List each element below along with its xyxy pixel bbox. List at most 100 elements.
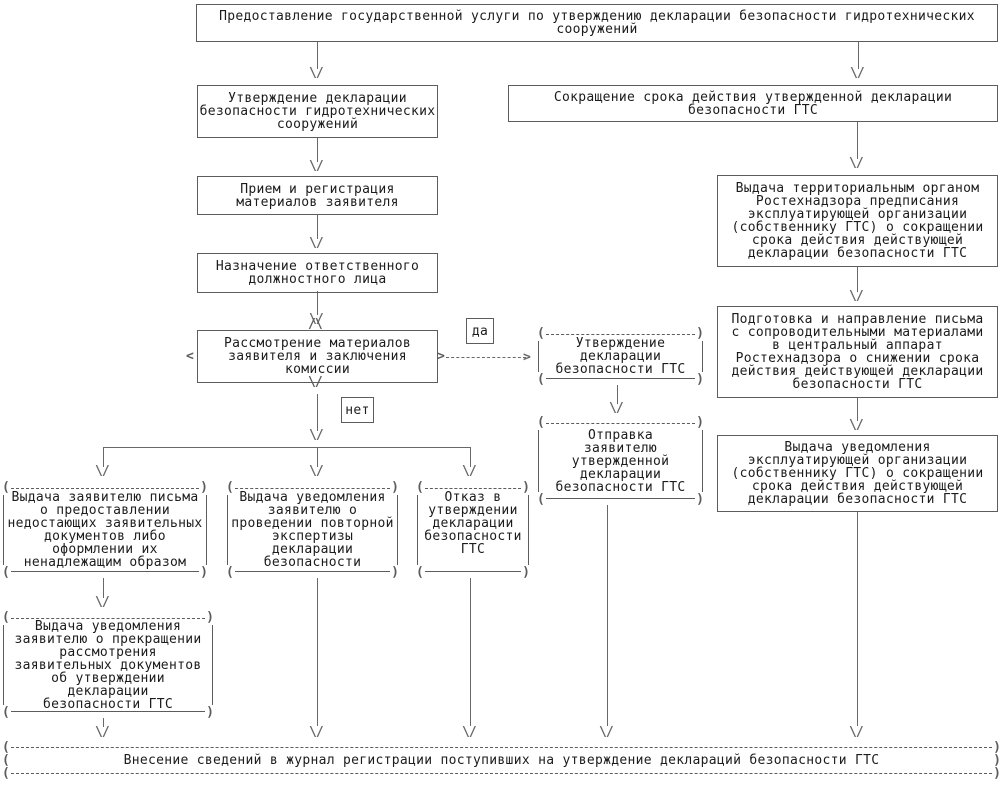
flow-line bbox=[317, 42, 318, 69]
flow-line bbox=[317, 394, 318, 431]
border-line bbox=[11, 488, 199, 489]
flow-line bbox=[470, 447, 471, 467]
border-line bbox=[538, 430, 539, 492]
arrowhead-down-icon: \/ bbox=[95, 464, 110, 479]
arrowhead-down-icon: \/ bbox=[850, 66, 865, 81]
arrowhead-down-icon: \/ bbox=[309, 312, 324, 327]
node-refusal-label: Отказ в утверждении декларации безопасно… bbox=[424, 490, 522, 557]
flow-line bbox=[857, 398, 858, 421]
arrowhead-down-icon: \/ bbox=[309, 464, 324, 479]
node-title: Предоставление государственной услуги по… bbox=[196, 4, 998, 42]
node-review-decision: Рассмотрение материалов заявителя и закл… bbox=[197, 330, 438, 383]
arrowhead-down-icon: \/ bbox=[599, 725, 614, 740]
node-review-decision-label: Рассмотрение материалов заявителя и закл… bbox=[224, 336, 411, 377]
node-notice-reduction: Выдача уведомления эксплуатирующей орган… bbox=[717, 435, 998, 512]
flow-line bbox=[103, 447, 471, 448]
node-approve-gts: Утверждение декларации безопасности ГТС bbox=[538, 328, 703, 385]
arrowhead-right-icon: > bbox=[523, 350, 531, 365]
arrowhead-down-icon: \/ bbox=[609, 401, 624, 416]
node-prepare-letter-label: Подготовка и направление письма с сопров… bbox=[731, 312, 984, 392]
flow-line-dashed-yes bbox=[446, 357, 526, 358]
arrowhead-down-icon: \/ bbox=[309, 236, 324, 251]
arrowhead-down-icon: \/ bbox=[309, 66, 324, 81]
border-line bbox=[235, 488, 390, 489]
node-approve-gts-label: Утверждение декларации безопасности ГТС bbox=[555, 336, 686, 377]
border-line bbox=[11, 571, 199, 572]
node-reduce-term: Сокращение срока действия утвержденной д… bbox=[508, 85, 998, 122]
node-termination: Выдача уведомления заявителю о прекращен… bbox=[3, 612, 213, 718]
border-line bbox=[546, 498, 695, 499]
border-line bbox=[227, 495, 228, 565]
node-send-declaration-label: Отправка заявителю утвержденной декларац… bbox=[555, 427, 686, 495]
edge-label-yes: да bbox=[466, 318, 494, 344]
border-line bbox=[546, 423, 695, 424]
node-reduce-term-label: Сокращение срока действия утвержденной д… bbox=[553, 89, 953, 118]
node-issue-order-label: Выдача территориальным органом Ростехнад… bbox=[731, 181, 984, 261]
border-line bbox=[3, 625, 4, 705]
border-line bbox=[702, 341, 703, 372]
arrowhead-down-icon: \/ bbox=[309, 725, 324, 740]
node-title-label: Предоставление государственной услуги по… bbox=[219, 9, 975, 37]
border-line bbox=[425, 488, 521, 489]
border-line bbox=[11, 711, 205, 712]
node-approve-procedure: Утверждение декларации безопасности гидр… bbox=[197, 85, 438, 138]
border-line bbox=[546, 378, 695, 379]
node-journal-label: Внесение сведений в журнал регистрации п… bbox=[123, 753, 880, 768]
node-issue-order: Выдача территориальным органом Ростехнад… bbox=[717, 175, 998, 267]
node-assign-official-label: Назначение ответственного должностного л… bbox=[215, 259, 420, 287]
flow-line bbox=[103, 447, 104, 467]
border-line bbox=[425, 571, 521, 572]
arrowhead-down-icon: \/ bbox=[849, 418, 864, 433]
arrowhead-down-icon: \/ bbox=[849, 289, 864, 304]
node-journal: Внесение сведений в журнал регистрации п… bbox=[3, 742, 1000, 779]
node-assign-official: Назначение ответственного должностного л… bbox=[197, 253, 438, 293]
border-line bbox=[11, 747, 992, 748]
border-line bbox=[702, 430, 703, 492]
node-letter-missing-docs: Выдача заявителю письма о предоставлении… bbox=[3, 482, 207, 578]
arrowhead-down-icon: \/ bbox=[95, 725, 110, 740]
node-refusal: Отказ в утверждении декларации безопасно… bbox=[417, 482, 529, 578]
arrowhead-down-icon: \/ bbox=[462, 725, 477, 740]
arrowhead-down-icon: \/ bbox=[849, 156, 864, 171]
node-repeat-expertise: Выдача уведомления заявителю о проведени… bbox=[227, 482, 398, 578]
diamond-top-vertex-icon: /\ bbox=[308, 317, 323, 332]
border-line bbox=[235, 571, 390, 572]
node-reception: Прием и регистрация материалов заявителя bbox=[197, 176, 438, 215]
border-line bbox=[3, 495, 4, 565]
flow-line bbox=[317, 214, 318, 239]
node-repeat-expertise-label: Выдача уведомления заявителю о проведени… bbox=[231, 490, 394, 570]
flow-line bbox=[317, 291, 318, 315]
border-line bbox=[417, 495, 418, 565]
node-prepare-letter: Подготовка и направление письма с сопров… bbox=[717, 306, 998, 398]
edge-label-no: нет bbox=[341, 397, 374, 423]
flow-line bbox=[470, 578, 471, 726]
edge-label-yes-text: да bbox=[471, 323, 489, 339]
flow-line bbox=[317, 138, 318, 162]
border-line bbox=[397, 495, 398, 565]
flow-line bbox=[317, 447, 318, 467]
flow-line bbox=[857, 122, 858, 159]
flow-line bbox=[103, 578, 104, 598]
border-line bbox=[538, 341, 539, 372]
flow-line bbox=[617, 385, 618, 404]
border-line bbox=[11, 618, 205, 619]
arrowhead-down-icon: \/ bbox=[95, 595, 110, 610]
arrowhead-down-icon: \/ bbox=[849, 725, 864, 740]
node-reception-label: Прием и регистрация материалов заявителя bbox=[236, 181, 399, 210]
node-approve-procedure-label: Утверждение декларации безопасности гидр… bbox=[199, 91, 436, 132]
node-letter-missing-docs-label: Выдача заявителю письма о предоставлении… bbox=[7, 490, 203, 570]
flow-line bbox=[317, 578, 318, 726]
edge-label-no-text: нет bbox=[345, 402, 370, 418]
border-line bbox=[11, 773, 992, 774]
border-line bbox=[212, 625, 213, 705]
flow-line bbox=[607, 505, 608, 726]
arrowhead-down-icon: \/ bbox=[309, 428, 324, 443]
flow-line bbox=[858, 42, 859, 69]
node-send-declaration: Отправка заявителю утвержденной декларац… bbox=[538, 417, 703, 505]
arrowhead-down-icon: \/ bbox=[309, 159, 324, 174]
diamond-bottom-vertex-icon: \/ bbox=[308, 375, 323, 390]
node-notice-reduction-label: Выдача уведомления эксплуатирующей орган… bbox=[731, 440, 984, 507]
diamond-left-vertex-icon: < bbox=[186, 349, 194, 364]
flow-line bbox=[857, 267, 858, 292]
flow-line bbox=[103, 718, 104, 727]
